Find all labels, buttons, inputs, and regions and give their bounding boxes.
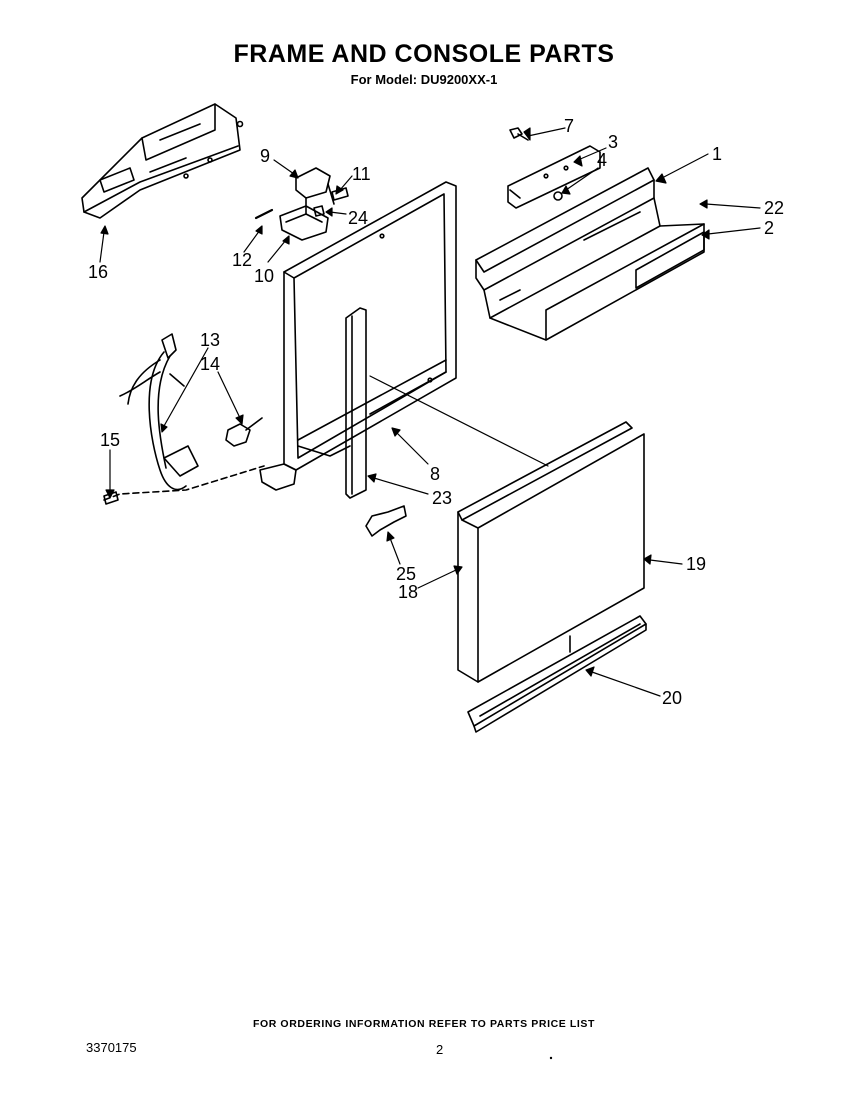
page-number: 2 xyxy=(436,1042,444,1057)
page-title: FRAME AND CONSOLE PARTS xyxy=(233,40,615,68)
callout-22: 22 xyxy=(764,198,784,218)
callout-24: 24 xyxy=(348,208,368,228)
part-16-bracket xyxy=(81,103,244,219)
part-25-clip xyxy=(365,505,407,537)
console-assembly xyxy=(475,127,705,341)
callout-7: 7 xyxy=(564,116,574,136)
leader-lines xyxy=(99,127,761,697)
model-subtitle: For Model: DU9200XX-1 xyxy=(350,72,498,87)
callout-16: 16 xyxy=(88,262,108,282)
part-8-frame xyxy=(259,181,457,491)
callout-23: 23 xyxy=(432,488,452,508)
callout-2: 2 xyxy=(764,218,774,238)
callout-1: 1 xyxy=(712,144,722,164)
callout-14: 14 xyxy=(200,354,220,374)
speck-dot xyxy=(549,1056,553,1060)
callout-15: 15 xyxy=(100,430,120,450)
door-panel xyxy=(457,421,645,683)
callout-25: 25 xyxy=(396,564,416,584)
callout-10: 10 xyxy=(254,266,274,286)
part-20-trim xyxy=(467,615,647,733)
callout-9: 9 xyxy=(260,146,270,166)
callout-18: 18 xyxy=(398,582,418,602)
callout-12: 12 xyxy=(232,250,252,270)
document-number: 3370175 xyxy=(86,1040,137,1055)
callout-8: 8 xyxy=(430,464,440,484)
ordering-note: FOR ORDERING INFORMATION REFER TO PARTS … xyxy=(252,1018,596,1030)
switch-assembly xyxy=(254,167,349,241)
callout-20: 20 xyxy=(662,688,682,708)
part-23-strip xyxy=(345,307,367,499)
callout-19: 19 xyxy=(686,554,706,574)
callout-4: 4 xyxy=(597,150,607,170)
callout-3: 3 xyxy=(608,132,618,152)
callout-11: 11 xyxy=(352,164,371,184)
callout-13: 13 xyxy=(200,330,220,350)
callout-labels: 1 2 3 4 7 8 9 10 11 12 13 14 15 16 18 19… xyxy=(88,116,784,708)
